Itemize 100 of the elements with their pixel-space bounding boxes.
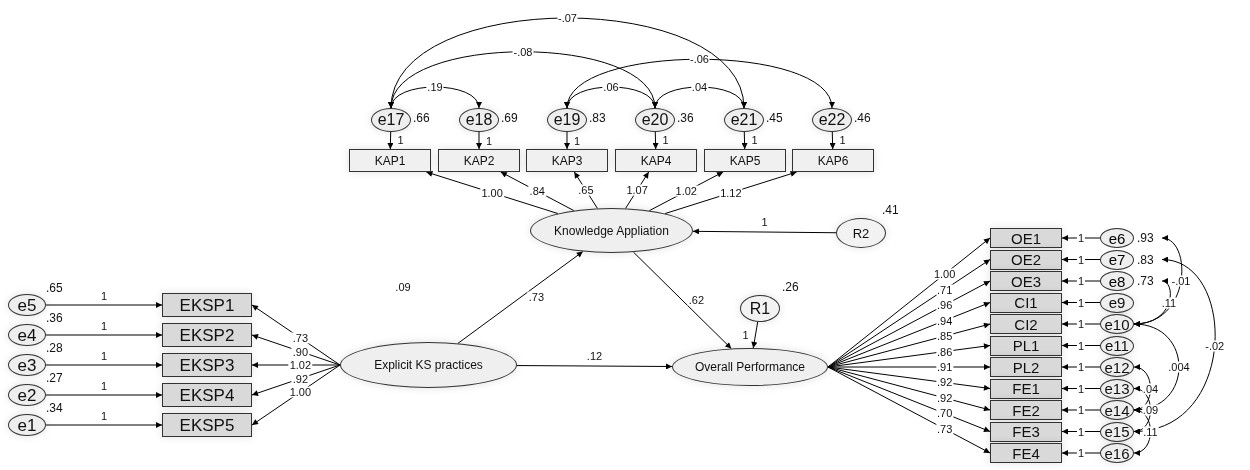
variance-label: .28 bbox=[46, 342, 63, 354]
error-term-circle: e5 bbox=[8, 294, 46, 316]
path-coefficient: 1 bbox=[99, 320, 109, 332]
path-arrow bbox=[1061, 385, 1101, 392]
observed-variable-box: FE2 bbox=[990, 400, 1062, 420]
variance-label: .65 bbox=[46, 282, 63, 294]
observed-variable-box: FE3 bbox=[990, 421, 1062, 442]
observed-variable-box: KAP5 bbox=[704, 149, 786, 172]
path-arrow bbox=[827, 237, 991, 368]
path-coefficient: 1.00 bbox=[480, 187, 504, 199]
path-arrow bbox=[827, 366, 991, 454]
path-coefficient: 1.00 bbox=[288, 386, 313, 398]
observed-variable-box: KAP3 bbox=[526, 149, 608, 172]
path-arrow bbox=[251, 334, 341, 366]
path-coefficient: .65 bbox=[577, 184, 595, 196]
path-coefficient: -.01 bbox=[1170, 275, 1192, 287]
observed-variable-box: PL2 bbox=[990, 357, 1062, 377]
variance-label: .27 bbox=[46, 372, 63, 384]
path-arrow bbox=[1061, 450, 1101, 456]
variance-label: .83 bbox=[1136, 253, 1154, 266]
path-arrow bbox=[425, 170, 559, 215]
variance-label: .36 bbox=[677, 112, 694, 124]
path-arrow bbox=[387, 131, 394, 150]
variance-label: .46 bbox=[854, 112, 871, 124]
variance-label: .45 bbox=[766, 112, 783, 124]
path-arrow bbox=[45, 422, 163, 428]
path-coefficient: 1 bbox=[1076, 361, 1086, 373]
path-coefficient: 1 bbox=[661, 135, 670, 146]
error-term-circle: e22 bbox=[812, 108, 852, 132]
path-coefficient: 1 bbox=[1076, 404, 1086, 416]
variance-label: .41 bbox=[882, 204, 899, 216]
error-term-circle: e13 bbox=[1100, 378, 1134, 399]
path-coefficient: .70 bbox=[936, 407, 954, 419]
path-arrow bbox=[476, 131, 482, 150]
path-coefficient: 1 bbox=[1076, 340, 1086, 351]
path-arrow bbox=[664, 170, 798, 215]
observed-variable-box: KAP6 bbox=[792, 149, 874, 172]
latent-variable-ellipse: Overall Performance bbox=[672, 348, 828, 386]
residual-circle: R2 bbox=[836, 218, 886, 248]
path-coefficient: 1 bbox=[1076, 275, 1086, 287]
observed-variable-box: EKSP5 bbox=[162, 413, 252, 437]
path-arrow bbox=[251, 364, 341, 426]
path-coefficient: .19 bbox=[426, 81, 444, 93]
path-coefficient: 1 bbox=[99, 410, 109, 422]
path-arrow bbox=[457, 251, 584, 344]
observed-variable-box: FE1 bbox=[990, 378, 1062, 399]
variance-label: .26 bbox=[782, 281, 799, 293]
path-coefficient: .04 bbox=[1141, 383, 1160, 394]
covariance-arrow bbox=[389, 17, 746, 109]
error-term-circle: e14 bbox=[1100, 400, 1134, 420]
path-arrow bbox=[652, 131, 659, 150]
path-coefficient: -.07 bbox=[557, 12, 578, 24]
covariance-arrow bbox=[566, 58, 833, 109]
path-coefficient: 1 bbox=[99, 380, 109, 392]
path-coefficient: 1 bbox=[1076, 297, 1086, 308]
covariance-arrow bbox=[389, 86, 481, 109]
path-arrow bbox=[1061, 342, 1101, 349]
path-coefficient: .06 bbox=[602, 81, 620, 93]
path-coefficient: 1 bbox=[99, 350, 109, 362]
path-arrow bbox=[827, 259, 991, 368]
path-arrow bbox=[1061, 428, 1101, 435]
path-arrow bbox=[1061, 235, 1101, 241]
path-coefficient: -.06 bbox=[689, 53, 710, 65]
path-arrow bbox=[1061, 299, 1101, 306]
path-coefficient: .91 bbox=[936, 361, 954, 373]
observed-variable-box: EKSP4 bbox=[162, 383, 252, 407]
path-coefficient: 1.07 bbox=[625, 184, 649, 196]
observed-variable-box: OE3 bbox=[990, 271, 1062, 291]
error-term-circle: e21 bbox=[724, 108, 764, 132]
path-arrow bbox=[564, 131, 570, 150]
path-arrow bbox=[827, 343, 991, 368]
path-coefficient: .62 bbox=[687, 294, 705, 306]
path-coefficient: 1 bbox=[1076, 318, 1086, 330]
path-coefficient: 1 bbox=[741, 329, 750, 341]
error-term-circle: e1 bbox=[8, 414, 46, 436]
path-coefficient: .71 bbox=[936, 284, 954, 296]
path-arrow bbox=[45, 302, 163, 308]
error-term-circle: e18 bbox=[459, 108, 499, 132]
path-coefficient: .92 bbox=[936, 376, 954, 388]
path-coefficient: 1.12 bbox=[719, 187, 743, 199]
path-coefficient: -.08 bbox=[512, 46, 534, 58]
path-coefficient: 1 bbox=[572, 135, 582, 146]
path-arrow bbox=[45, 332, 163, 338]
variance-label: .66 bbox=[413, 112, 430, 124]
error-term-circle: e19 bbox=[547, 108, 587, 132]
path-coefficient: .85 bbox=[936, 330, 954, 342]
path-coefficient: .73 bbox=[936, 423, 954, 435]
error-term-circle: e9 bbox=[1100, 292, 1134, 313]
error-term-circle: e11 bbox=[1100, 335, 1134, 356]
path-arrow bbox=[516, 363, 673, 370]
observed-variable-box: KAP4 bbox=[615, 149, 697, 172]
path-coefficient: 1 bbox=[760, 216, 769, 228]
path-coefficient: 1 bbox=[1076, 254, 1086, 265]
path-arrow bbox=[633, 251, 732, 350]
path-arrow bbox=[45, 362, 163, 368]
path-coefficient: .94 bbox=[936, 315, 954, 327]
variance-label: .73 bbox=[1136, 275, 1154, 287]
path-coefficient: 1 bbox=[838, 135, 847, 146]
latent-variable-ellipse: Explicit KS practices bbox=[340, 342, 517, 388]
path-coefficient: 1.02 bbox=[674, 185, 698, 197]
